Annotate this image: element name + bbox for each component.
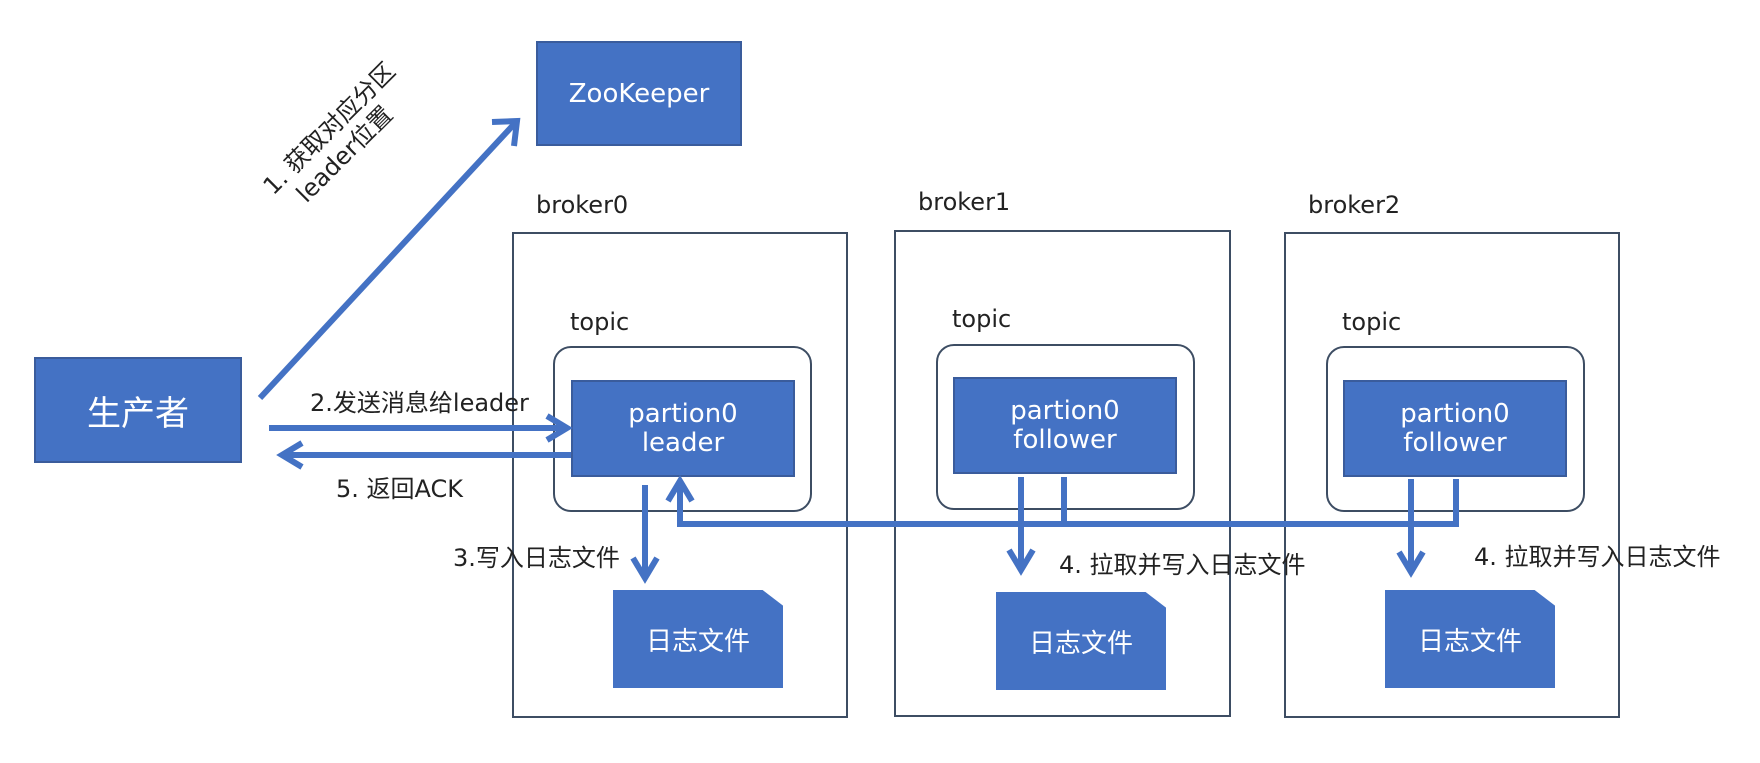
arrow-producer-to-zookeeper (257, 118, 520, 401)
broker2-topic-label: topic (1342, 308, 1402, 336)
arrow-broker2-to-log-head (1396, 550, 1426, 578)
arrow-producer-to-zookeeper-head (491, 117, 521, 147)
broker1-frame (894, 230, 1231, 717)
broker0-topic-label: topic (570, 308, 630, 336)
step2-label: 2.发送消息给leader (310, 389, 529, 417)
broker0-label: broker0 (536, 191, 629, 219)
arrow-follower-pull-to-leader-head (665, 475, 695, 503)
step3-label: 3.写入日志文件 (453, 544, 620, 572)
broker2-label: broker2 (1308, 191, 1401, 219)
broker2-log-file-label: 日志文件 (1417, 626, 1522, 657)
broker2-partition-box: partion0 follower (1343, 380, 1567, 477)
arrow-leader-to-log-head (630, 556, 660, 584)
broker1-label: broker1 (918, 188, 1011, 216)
broker0-partition-name: partion0 (628, 398, 738, 429)
broker1-partition-box: partion0 follower (953, 377, 1177, 474)
broker2-partition-role: follower (1403, 427, 1507, 458)
broker0-partition-role: leader (641, 427, 725, 458)
broker0-partition-box: partion0 leader (571, 380, 795, 477)
broker0-frame (512, 232, 848, 718)
step4-broker1-label: 4. 拉取并写入日志文件 (1059, 551, 1306, 579)
line-broker2-follower-pull (1064, 479, 1459, 527)
broker0-log-file-label: 日志文件 (645, 626, 750, 657)
arrow-ack-to-producer-head (276, 440, 304, 470)
arrow-follower-pull-to-leader (677, 477, 1067, 527)
producer-box: 生产者 (34, 357, 242, 463)
broker2-frame (1284, 232, 1620, 718)
broker2-partition-name: partion0 (1400, 398, 1510, 429)
broker1-partition-name: partion0 (1010, 395, 1120, 426)
broker1-log-file-icon: 日志文件 (996, 592, 1166, 690)
broker2-log-file-icon: 日志文件 (1385, 590, 1555, 688)
broker0-log-file-icon: 日志文件 (613, 590, 783, 688)
producer-label: 生产者 (87, 393, 189, 434)
broker1-partition-role: follower (1013, 424, 1117, 455)
zookeeper-label: ZooKeeper (568, 78, 710, 109)
broker1-topic-label: topic (952, 305, 1012, 333)
broker1-log-file-label: 日志文件 (1028, 628, 1133, 659)
arrow-send-to-leader-head (545, 413, 573, 443)
zookeeper-box: ZooKeeper (536, 41, 742, 146)
arrow-broker1-to-log-head (1006, 548, 1036, 576)
step5-label: 5. 返回ACK (336, 475, 464, 503)
step4-broker2-label: 4. 拉取并写入日志文件 (1474, 543, 1721, 571)
